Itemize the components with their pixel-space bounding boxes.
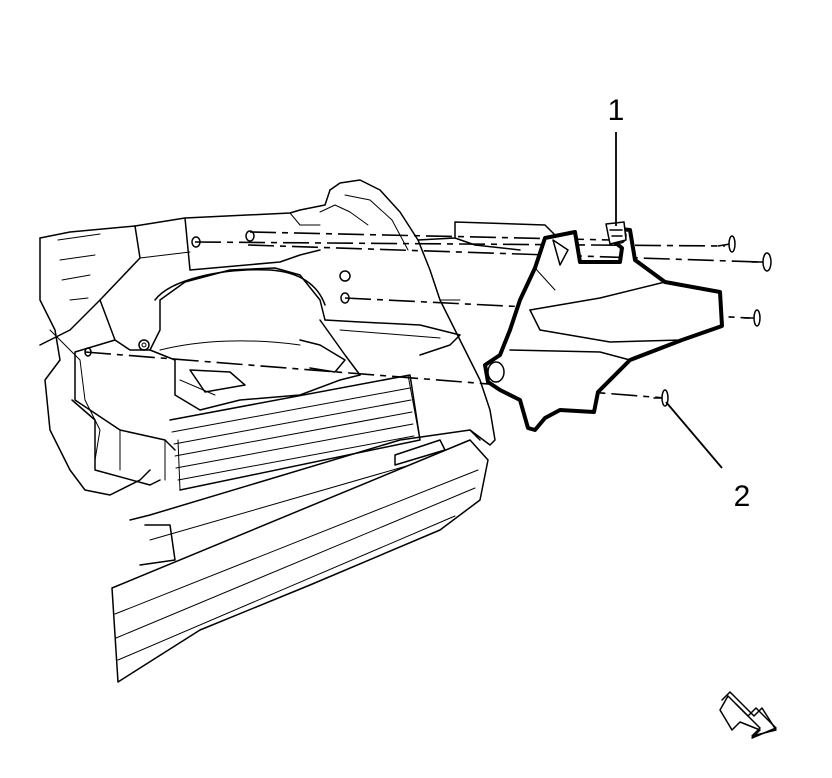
callout-2: 2 (665, 401, 751, 513)
vehicle-front-structure (39, 179, 556, 683)
push-pin-fastener (717, 235, 736, 253)
retainer-clip (605, 221, 627, 245)
callout-1: 1 (608, 94, 625, 226)
push-pin-fastener (751, 252, 772, 272)
callout-1-label: 1 (608, 94, 625, 127)
callout-2-leader (665, 401, 723, 469)
push-pin-fastener (743, 309, 761, 327)
push-pin-fastener (653, 389, 669, 407)
push-pin-fasteners (84, 230, 772, 407)
callout-2-label: 2 (734, 480, 751, 513)
arrow-down-right-icon (719, 691, 777, 739)
air-deflector-bracket (483, 226, 724, 432)
